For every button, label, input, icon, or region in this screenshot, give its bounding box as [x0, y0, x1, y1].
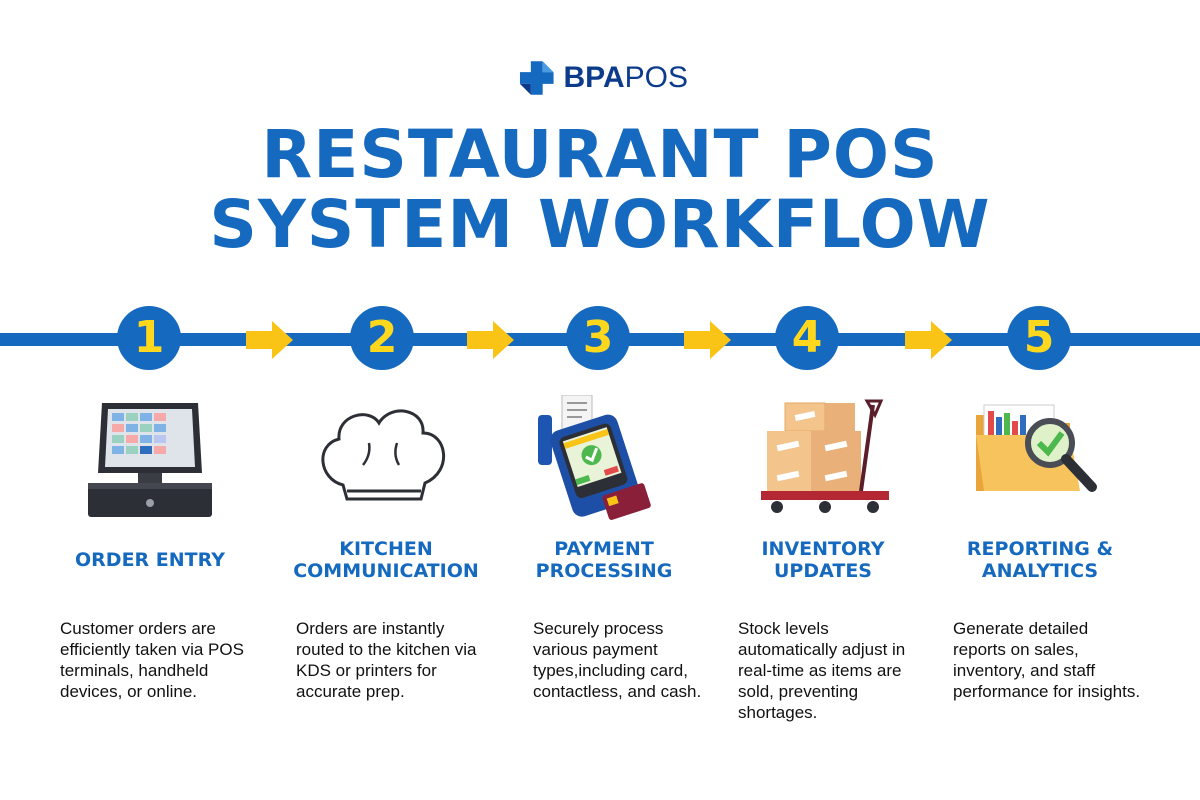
step-4-number: 4 — [775, 306, 839, 370]
step-2-description: Orders are instantly routed to the kitch… — [296, 619, 477, 701]
step-3-number: 3 — [566, 306, 630, 370]
step-3-description: Securely process various payment types,i… — [533, 619, 702, 701]
boxes-cart-icon — [761, 399, 889, 513]
card-reader-icon — [538, 395, 651, 520]
step-1-title: ORDER ENTRY — [75, 549, 225, 571]
chef-hat-icon — [321, 409, 445, 501]
step-5-number: 5 — [1007, 306, 1071, 370]
arrow-right-icon — [246, 321, 293, 359]
step-1-number: 1 — [117, 306, 181, 370]
step-4-description: Stock levels automatically adjust in rea… — [738, 619, 906, 722]
pos-terminal-icon — [88, 403, 212, 517]
arrow-right-icon — [905, 321, 952, 359]
step-5-description: Generate detailed reports on sales, inve… — [953, 619, 1141, 701]
step-2-number: 2 — [350, 306, 414, 370]
title-line-1: RESTAURANT POS — [261, 116, 939, 193]
step-5-title: REPORTING &ANALYTICS — [966, 538, 1114, 582]
arrow-right-icon — [684, 321, 731, 359]
page-title: RESTAURANT POS SYSTEM WORKFLOW — [0, 120, 1200, 260]
arrow-right-icon — [467, 321, 514, 359]
cross-logo-icon — [519, 61, 554, 95]
step-1-description: Customer orders are efficiently taken vi… — [60, 619, 244, 701]
brand-name: BPAPOS — [563, 61, 688, 94]
title-line-2: SYSTEM WORKFLOW — [209, 186, 991, 263]
brand-logo: BPAPOS — [518, 58, 688, 98]
report-folder-icon — [976, 404, 1097, 492]
